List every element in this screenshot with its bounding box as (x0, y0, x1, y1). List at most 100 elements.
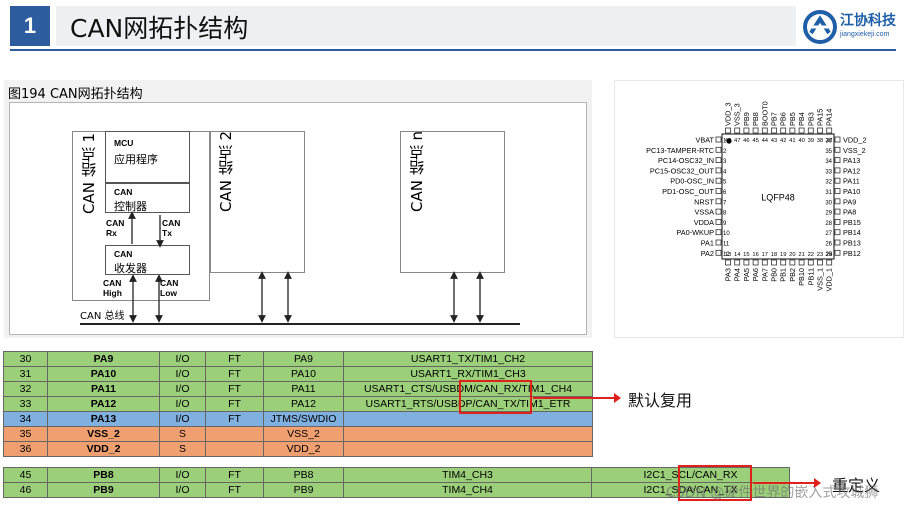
can-transceiver-title: CAN (114, 249, 133, 259)
pin-number: 11 (723, 242, 730, 248)
pin-number: 45 (752, 138, 758, 144)
pin-pad (715, 249, 722, 256)
pin-pad (834, 239, 841, 246)
pin-label: PA6 (751, 268, 760, 281)
pin-number: 38 (817, 138, 823, 144)
cell-lvl (205, 441, 264, 457)
cell-pin: PB9 (47, 482, 160, 498)
pin1-dot (726, 138, 732, 144)
pin-number: 21 (798, 252, 804, 258)
pin-number: 1 (723, 139, 727, 145)
pin-number: 26 (825, 242, 832, 248)
pin-label: VSS_1 (816, 268, 825, 291)
chip-body (721, 133, 835, 260)
can-transceiver-label: 收发器 (114, 262, 147, 275)
pin-number: 7 (723, 200, 727, 206)
pin-label: PC14-OSC32_IN (658, 156, 714, 165)
pin-label: VDD_1 (825, 268, 834, 292)
pin-pad (817, 259, 823, 266)
cell-lvl (205, 426, 264, 442)
cell-n: 32 (3, 381, 48, 397)
cell-main: VSS_2 (263, 426, 344, 442)
pin-pad (715, 136, 722, 143)
pin-number: 44 (762, 138, 769, 144)
pin-number: 47 (734, 138, 740, 144)
can-node-2 (210, 131, 305, 273)
cell-io: I/O (159, 366, 206, 382)
cell-main: VDD_2 (263, 441, 344, 457)
can-rx-label: CAN Rx (106, 218, 125, 238)
pin-pad (715, 198, 722, 205)
pin-pad (743, 259, 750, 266)
cell-io: I/O (159, 351, 206, 367)
pin-number: 24 (826, 252, 833, 258)
pin-label: PB3 (806, 112, 815, 126)
pin-number: 20 (789, 252, 795, 258)
cell-n: 30 (3, 351, 48, 367)
pin-number: 10 (723, 231, 730, 237)
pin-label: PA7 (760, 268, 769, 281)
pin-label: BOOT0 (760, 101, 769, 126)
cell-io: I/O (159, 482, 206, 498)
cell-pin: PA9 (47, 351, 160, 367)
highlight-can-remap (678, 465, 752, 501)
cell-alt (343, 441, 593, 457)
pin-number: 27 (825, 231, 832, 237)
can-controller-label: 控制器 (114, 200, 147, 213)
pin-pad (834, 146, 841, 153)
cell-io: S (159, 426, 206, 442)
pin-pad (807, 259, 814, 266)
pin-label: PD0-OSC_IN (670, 177, 714, 186)
cell-main: PA11 (263, 381, 344, 397)
pin-label: PA9 (843, 197, 856, 206)
cell-lvl: FT (205, 396, 264, 412)
pin-pad (789, 259, 796, 266)
pin-number: 22 (808, 252, 814, 258)
pin-pad (734, 127, 741, 134)
cell-lvl: FT (205, 366, 264, 382)
pin-pad (834, 218, 841, 225)
pin-number: 42 (780, 138, 786, 144)
cell-n: 36 (3, 441, 48, 457)
cell-main: PA10 (263, 366, 344, 382)
can-tx-label: CAN Tx (162, 218, 181, 238)
cell-alt: TIM4_CH4 (343, 482, 592, 498)
pin-number: 5 (723, 180, 727, 186)
pin-number: 41 (789, 138, 795, 144)
pin-number: 16 (752, 252, 758, 258)
can-controller-title: CAN (114, 187, 133, 197)
pin-label: PB5 (788, 112, 797, 126)
pin-label: PA10 (843, 187, 860, 196)
pin-number: 9 (723, 221, 727, 227)
can-transceiver-box: CAN 收发器 (105, 245, 190, 275)
pin-pad (798, 259, 805, 266)
pin-pad (834, 136, 841, 143)
pin-pad (752, 259, 759, 266)
pin-number: 2 (723, 149, 727, 155)
pin-label: PC15-OSC32_OUT (650, 166, 715, 175)
pin-label: VDD_3 (724, 102, 733, 126)
pin-number: 25 (825, 252, 832, 258)
pin-number: 19 (780, 252, 786, 258)
section-number: 1 (10, 6, 50, 46)
pin-label: VDD_2 (843, 136, 867, 145)
pin-pad (798, 127, 805, 134)
pin-label: PC13-TAMPER-RTC (646, 146, 714, 155)
pin-label: PA1 (701, 239, 714, 248)
pin-number: 23 (817, 252, 823, 258)
pin-number: 40 (798, 138, 804, 144)
pin-label: PA15 (816, 109, 825, 126)
pin-pad (834, 188, 841, 194)
cell-n: 45 (3, 467, 48, 483)
pin-label: PB6 (779, 112, 788, 126)
pin-label: VSS_3 (733, 103, 742, 126)
cell-pin: PA12 (47, 396, 160, 412)
pin-label: PD1-OSC_OUT (662, 187, 714, 196)
pin-pad (834, 249, 841, 256)
